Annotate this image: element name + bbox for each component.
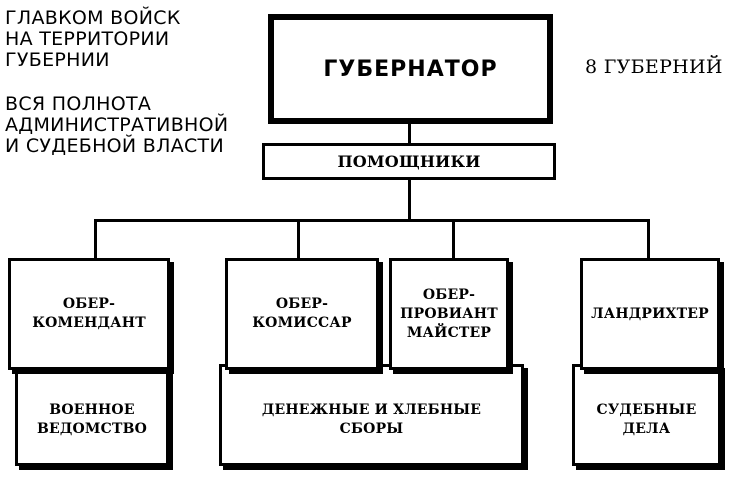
landrichter-label: ЛАНДРИХТЕР bbox=[591, 305, 709, 322]
ober-commissar-box: ОБЕР- КОМИССАР bbox=[225, 258, 379, 370]
military-department-label: ВОЕННОЕ ВЕДОМСТВО bbox=[36, 402, 148, 437]
connector-horizontal-bus bbox=[94, 219, 650, 222]
assistants-label: ПОМОЩНИКИ bbox=[337, 152, 481, 171]
connector-assistants-bus bbox=[408, 178, 411, 220]
connector-governor-assistants bbox=[408, 122, 411, 145]
governor-box: ГУБЕРНАТОР bbox=[268, 14, 553, 124]
military-department-box: ВОЕННОЕ ВЕДОМСТВО bbox=[15, 364, 169, 466]
judicial-affairs-label: СУДЕБНЫЕ ДЕЛА bbox=[596, 402, 697, 437]
money-grain-collections-box: ДЕНЕЖНЫЕ И ХЛЕБНЫЕ СБОРЫ bbox=[219, 364, 524, 466]
commander-note: ГЛАВКОМ ВОЙСК НА ТЕРРИТОРИИ ГУБЕРНИИ bbox=[5, 8, 181, 71]
ober-commandant-label: ОБЕР- КОМЕНДАНТ bbox=[32, 296, 146, 331]
ober-proviant-meister-box: ОБЕР- ПРОВИАНТ МАЙСТЕР bbox=[389, 258, 509, 370]
money-grain-collections-label: ДЕНЕЖНЫЕ И ХЛЕБНЫЕ СБОРЫ bbox=[261, 402, 482, 437]
ober-commandant-box: ОБЕР- КОМЕНДАНТ bbox=[8, 258, 170, 370]
connector-to-ober-commissar bbox=[297, 219, 300, 261]
ober-commissar-label: ОБЕР- КОМИССАР bbox=[252, 296, 352, 331]
authority-note: ВСЯ ПОЛНОТА АДМИНИСТРАТИВНОЙ И СУДЕБНОЙ … bbox=[5, 94, 228, 157]
judicial-affairs-box: СУДЕБНЫЕ ДЕЛА bbox=[572, 364, 721, 466]
connector-to-ober-proviant bbox=[452, 219, 455, 261]
assistants-box: ПОМОЩНИКИ bbox=[262, 143, 556, 180]
ober-proviant-meister-label: ОБЕР- ПРОВИАНТ МАЙСТЕР bbox=[400, 286, 498, 341]
connector-to-landrichter bbox=[647, 219, 650, 261]
province-count-note: 8 ГУБЕРНИЙ bbox=[585, 57, 723, 78]
authority-note-text: ВСЯ ПОЛНОТА АДМИНИСТРАТИВНОЙ И СУДЕБНОЙ … bbox=[5, 93, 229, 157]
governor-label: ГУБЕРНАТОР bbox=[323, 56, 498, 82]
commander-note-text: ГЛАВКОМ ВОЙСК НА ТЕРРИТОРИИ ГУБЕРНИИ bbox=[5, 7, 181, 71]
connector-to-ober-commandant bbox=[94, 219, 97, 261]
province-count-text: 8 ГУБЕРНИЙ bbox=[585, 56, 723, 78]
landrichter-box: ЛАНДРИХТЕР bbox=[580, 258, 720, 370]
